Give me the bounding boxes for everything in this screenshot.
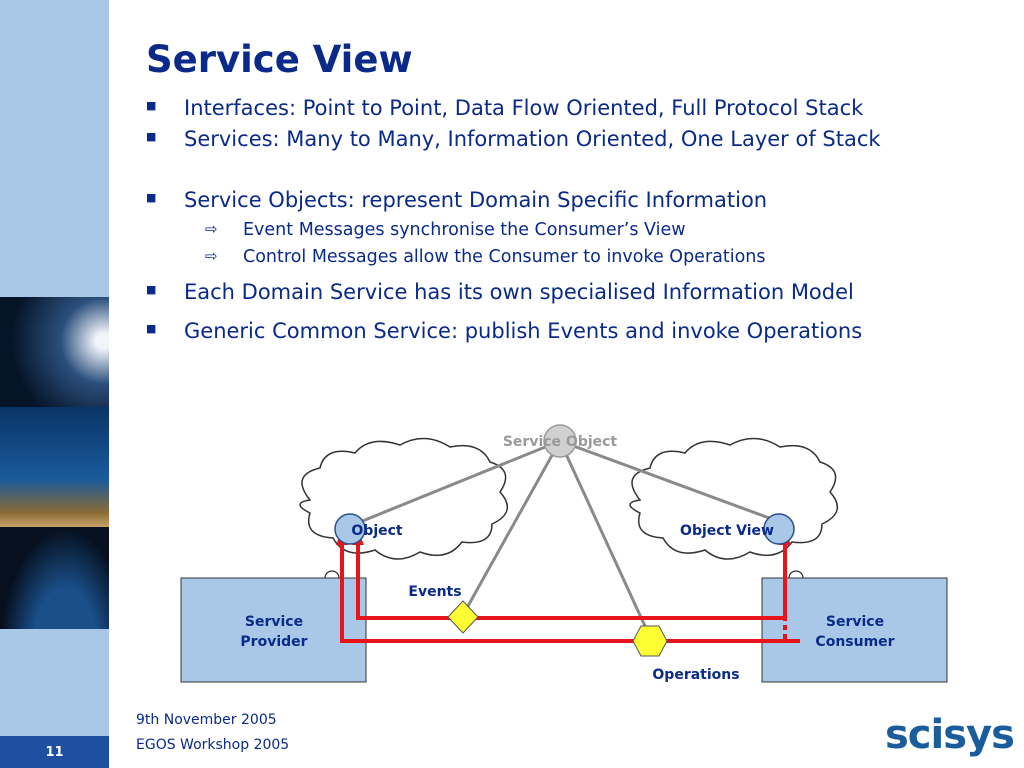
hollow-right-arrow-icon: ⇨ xyxy=(205,247,218,265)
bullet-text: Each Domain Service has its own speciali… xyxy=(184,280,854,304)
operations-label: Operations xyxy=(652,667,739,683)
service-object-node xyxy=(543,424,577,458)
events-label: Events xyxy=(408,584,461,600)
thought-bubble-small xyxy=(303,593,311,601)
bullet-text: Service Objects: represent Domain Specif… xyxy=(184,188,768,212)
bullet-text: Interfaces: Point to Point, Data Flow Or… xyxy=(184,96,864,120)
provider-cloud xyxy=(299,437,509,560)
object-view-node xyxy=(763,513,795,545)
arrow-up-icon xyxy=(352,530,364,545)
object-label: Object xyxy=(351,523,403,539)
square-bullet-icon: ■ xyxy=(146,322,157,335)
thought-bubble-medium xyxy=(312,584,324,596)
operation-flow-line xyxy=(340,540,800,643)
thought-bubble-large xyxy=(788,570,804,586)
consumer-label-line1: Service xyxy=(826,614,884,630)
footer-event: EGOS Workshop 2005 xyxy=(136,737,290,753)
thought-bubble-large xyxy=(324,570,340,586)
bullet-text: Services: Many to Many, Information Orie… xyxy=(184,127,881,151)
object-node xyxy=(334,513,366,545)
hollow-right-arrow-icon: ⇨ xyxy=(205,220,218,238)
thought-bubble-small xyxy=(817,593,825,601)
consumer-label-line2: Consumer xyxy=(815,634,894,650)
spacecraft-photo xyxy=(0,527,109,629)
event-flow-line xyxy=(356,540,787,620)
service-consumer-box xyxy=(761,577,948,683)
provider-label-line2: Provider xyxy=(240,634,307,650)
object-view-label: Object View xyxy=(680,523,774,539)
provider-label-line1: Service xyxy=(245,614,303,630)
slide-title: Service View xyxy=(146,38,413,81)
service-object-label: Service Object xyxy=(503,434,618,450)
footer-date: 9th November 2005 xyxy=(136,712,277,728)
bullet-text: Generic Common Service: publish Events a… xyxy=(184,319,863,343)
square-bullet-icon: ■ xyxy=(146,130,157,143)
satellite-dish-photo xyxy=(0,407,109,527)
arrow-up-icon xyxy=(779,530,791,545)
thought-bubble-medium xyxy=(804,584,816,596)
square-bullet-icon: ■ xyxy=(146,283,157,296)
consumer-cloud xyxy=(629,437,839,560)
page-number: 11 xyxy=(0,736,109,768)
object-link-lines xyxy=(359,439,781,638)
sub-bullet-text: Control Messages allow the Consumer to i… xyxy=(243,247,766,267)
service-provider-box xyxy=(180,577,367,683)
operation-hexagon-marker xyxy=(632,625,668,657)
square-bullet-icon: ■ xyxy=(146,99,157,112)
event-diamond-marker xyxy=(447,600,479,634)
earth-horizon-photo xyxy=(0,297,109,407)
arrow-up-icon xyxy=(336,530,348,545)
sub-bullet-text: Event Messages synchronise the Consumer’… xyxy=(243,220,686,240)
square-bullet-icon: ■ xyxy=(146,191,157,204)
scisys-logo: scisys xyxy=(885,712,1015,758)
